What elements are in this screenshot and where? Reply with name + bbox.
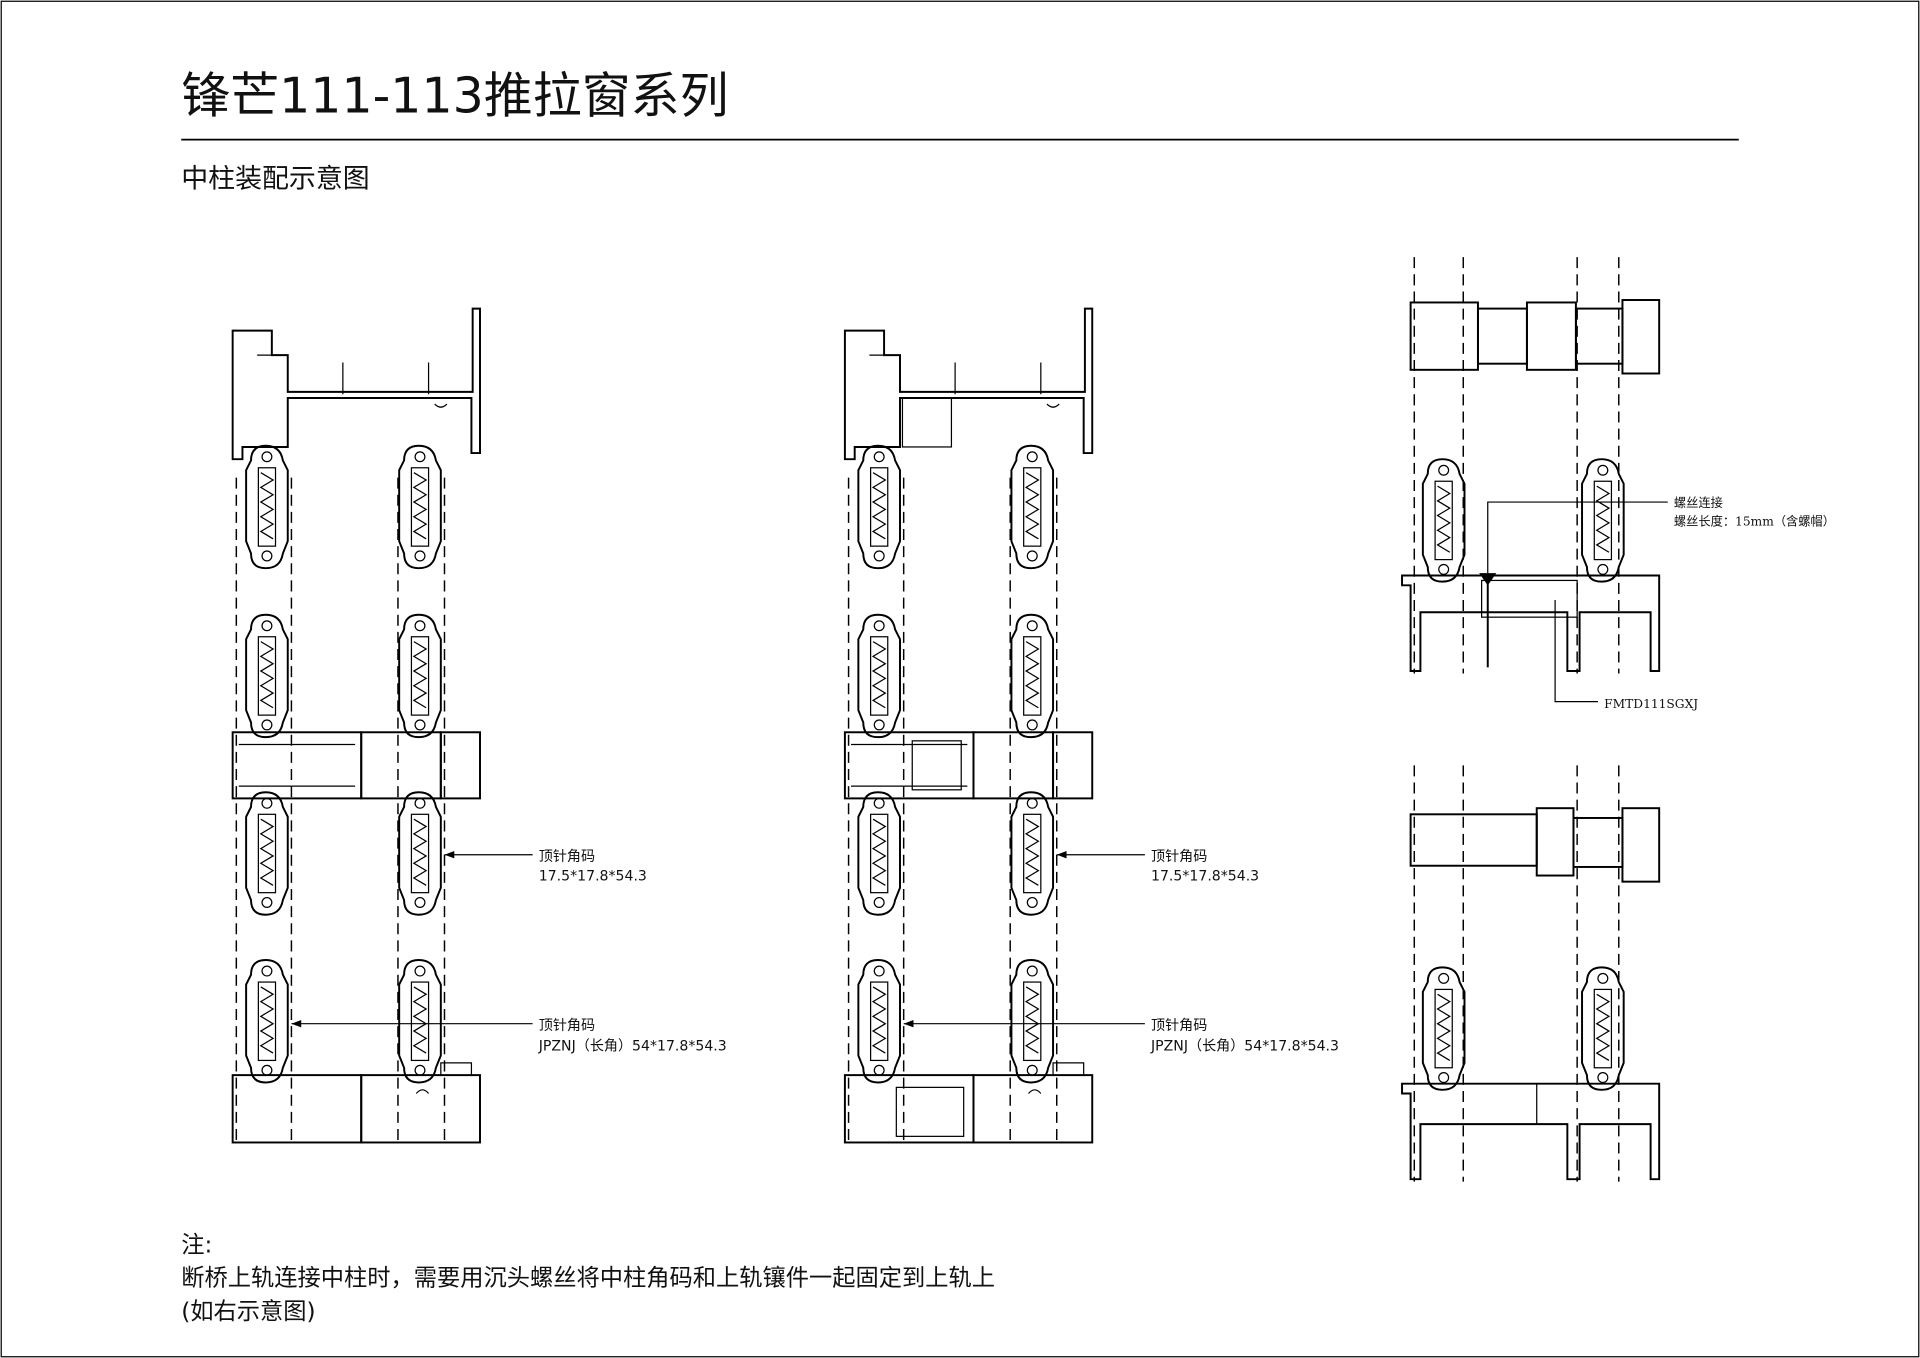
middle-callout-1-name: 顶针角码: [1151, 849, 1207, 865]
thermal-break-insert: [895, 1086, 965, 1137]
left-assembly-drawing: [233, 309, 533, 1145]
middle-assembly-drawing: [845, 309, 1145, 1145]
thermal-break-insert: [901, 397, 953, 448]
screw-connection-label: 螺丝连接: [1674, 495, 1723, 510]
part-code-label: FMTD111SGXJ: [1604, 697, 1698, 711]
screw-length-spec: 螺丝长度：15mm（含螺帽）: [1674, 513, 1835, 528]
left-callout-2-name: 顶针角码: [539, 1018, 595, 1034]
note-heading: 注:: [181, 1232, 212, 1259]
middle-callout-1-spec: 17.5*17.8*54.3: [1151, 868, 1259, 884]
middle-callout-2-spec: JPZNJ（长角）54*17.8*54.3: [1150, 1039, 1339, 1055]
middle-callout-2-name: 顶针角码: [1151, 1018, 1207, 1034]
right-bottom-detail-drawing: [1401, 765, 1661, 1182]
note-line-2: (如右示意图): [181, 1298, 315, 1325]
right-top-detail-drawing: [1401, 257, 1668, 703]
left-callout-1-name: 顶针角码: [539, 849, 595, 865]
left-callout-2-spec: JPZNJ（长角）54*17.8*54.3: [538, 1039, 727, 1055]
page-subtitle: 中柱装配示意图: [181, 163, 369, 194]
left-callout-1-spec: 17.5*17.8*54.3: [539, 868, 647, 884]
thermal-break-insert: [911, 740, 962, 791]
note-line-1: 断桥上轨连接中柱时，需要用沉头螺丝将中柱角码和上轨镶件一起固定到上轨上: [181, 1265, 995, 1292]
page-title: 锋芒111-113推拉窗系列: [181, 68, 728, 125]
